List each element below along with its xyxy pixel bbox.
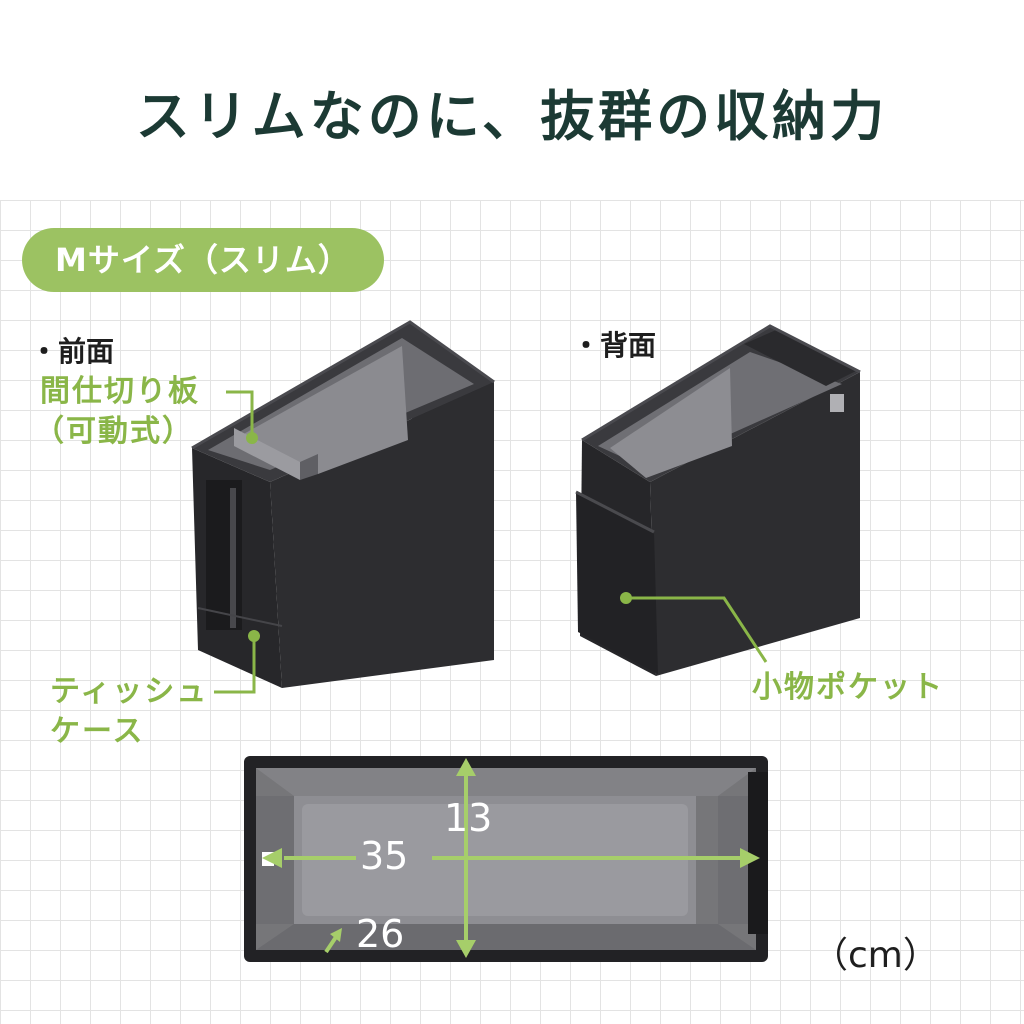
tissue-leader-line bbox=[214, 636, 256, 694]
divider-callout-line1: 間仕切り板 bbox=[40, 374, 200, 409]
callout-dots bbox=[246, 432, 632, 642]
diagonal-dimension: 26 bbox=[356, 912, 405, 956]
tissue-dot bbox=[248, 630, 260, 642]
unit-label: （cm） bbox=[812, 935, 939, 976]
divider-dot bbox=[246, 432, 258, 444]
page-title: スリムなのに、抜群の収納力 bbox=[135, 85, 889, 148]
width-arrowhead-right bbox=[740, 848, 760, 868]
front-view-label: ・前面 bbox=[30, 335, 115, 368]
size-badge: Mサイズ（スリム） bbox=[22, 228, 384, 292]
divider-callout-line2: （可動式） bbox=[34, 414, 194, 449]
depth-dimension: 13 bbox=[444, 796, 493, 840]
tissue-callout-line1: ティッシュ bbox=[50, 674, 209, 709]
pocket-dot bbox=[620, 592, 632, 604]
title-band bbox=[0, 0, 1024, 200]
back-view-label: ・背面 bbox=[572, 329, 657, 362]
front-bag-image bbox=[191, 320, 495, 688]
pocket-leader-line bbox=[626, 596, 768, 663]
callout-leaders bbox=[214, 390, 768, 694]
diagonal-arrowhead bbox=[330, 928, 342, 942]
width-dimension: 35 bbox=[360, 834, 409, 878]
depth-arrowhead-bottom bbox=[456, 940, 476, 958]
tissue-callout-line2: ケース bbox=[50, 714, 145, 749]
width-arrowhead-left bbox=[262, 848, 282, 868]
divider-leader-line bbox=[226, 390, 254, 438]
back-bag-image bbox=[575, 324, 861, 676]
dimension-arrows bbox=[262, 758, 760, 958]
pocket-callout: 小物ポケット bbox=[752, 670, 944, 705]
depth-arrowhead-top bbox=[456, 758, 476, 776]
